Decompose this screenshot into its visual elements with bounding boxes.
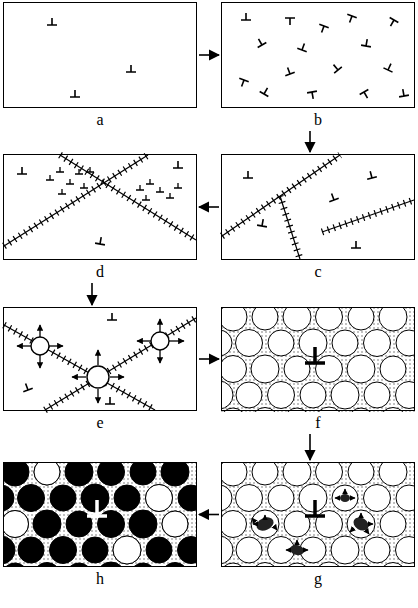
stage-arrow: [91, 283, 93, 305]
panel-frame: [3, 2, 197, 108]
stage-panel: d: [3, 154, 197, 282]
panel-letter: c: [221, 260, 415, 282]
panel-letter: d: [3, 260, 197, 282]
panel-frame: [221, 307, 415, 411]
panel-letter: e: [3, 411, 197, 433]
panel-letter: f: [221, 411, 415, 433]
panel-letter: a: [3, 108, 197, 130]
panel-frame: [221, 2, 415, 108]
stage-panel: c: [221, 154, 415, 282]
stage-panel: h: [3, 462, 197, 589]
stage-arrow: [309, 131, 311, 152]
stage-arrow: [199, 514, 219, 516]
stage-arrow: [199, 358, 219, 360]
panel-frame: [221, 462, 415, 567]
panel-frame: [3, 307, 197, 411]
stage-panel: f: [221, 307, 415, 433]
stage-arrow: [199, 54, 219, 56]
stage-panel: e: [3, 307, 197, 433]
stage-arrow: [309, 434, 311, 460]
stage-arrow: [199, 206, 219, 208]
stage-panel: a: [3, 2, 197, 130]
stage-panel: b: [221, 2, 415, 130]
panel-letter: h: [3, 567, 197, 589]
stage-panel: g: [221, 462, 415, 589]
panel-letter: b: [221, 108, 415, 130]
panel-frame: [3, 154, 197, 260]
panel-frame: [3, 462, 197, 567]
panel-frame: [221, 154, 415, 260]
panel-letter: g: [221, 567, 415, 589]
